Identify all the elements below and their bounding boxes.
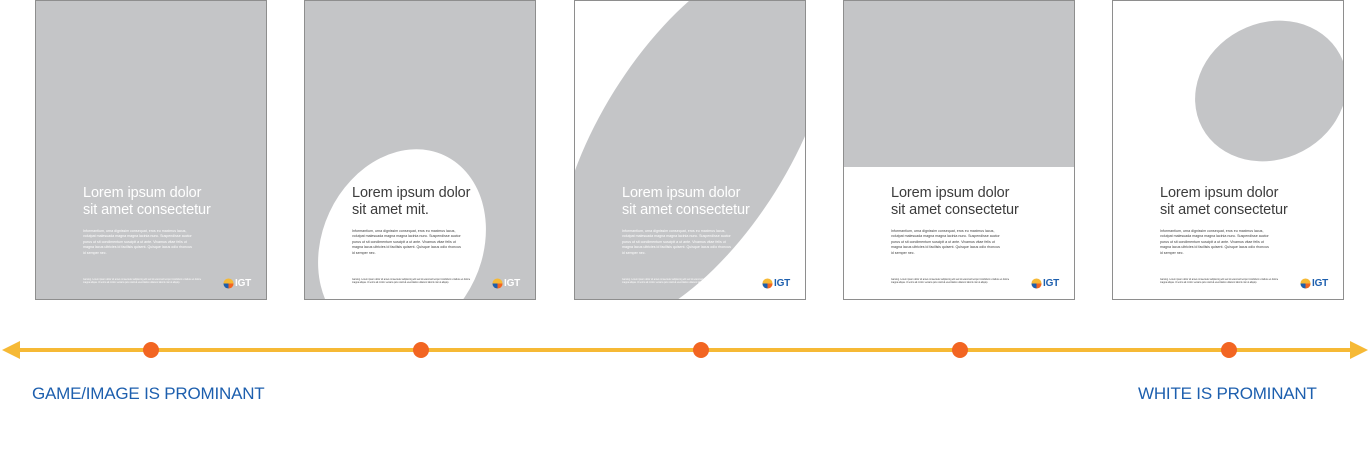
scale-point-2	[413, 342, 429, 358]
card-1-logo-text: IGT	[235, 277, 252, 289]
card-4-headline: Lorem ipsum dolor sit amet consectetur	[891, 185, 1019, 218]
card-5-background	[1113, 1, 1343, 299]
card-4-igt-logo: IGT	[1031, 277, 1059, 289]
layout-card-4: Lorem ipsum dolor sit amet consectetur I…	[843, 0, 1075, 300]
card-3-headline: Lorem ipsum dolor sit amet consectetur	[622, 185, 750, 218]
card-4-background	[844, 1, 1074, 299]
scale-point-4	[952, 342, 968, 358]
card-5-gray-ellipse	[1195, 20, 1343, 162]
card-5-body-text: Informantium, urna dignissim consequat, …	[1160, 229, 1269, 255]
card-2-logo-text: IGT	[504, 277, 521, 289]
card-2-igt-logo: IGT	[492, 277, 520, 289]
igt-logo-mark-icon	[762, 277, 773, 289]
card-5-fine-print: Gaming. Lorem ipsum dolor sit amet conse…	[1160, 279, 1279, 284]
scale-point-5	[1221, 342, 1237, 358]
card-1-body-text: Informantium, urna dignissim consequat, …	[83, 229, 192, 255]
prominence-scale	[2, 341, 1368, 359]
igt-logo-mark-icon	[1300, 277, 1311, 289]
card-1-igt-logo: IGT	[223, 277, 251, 289]
card-2-headline: Lorem ipsum dolor sit amet mit.	[352, 185, 471, 218]
card-3-body-text: Informantium, urna dignissim consequat, …	[622, 229, 731, 255]
scale-left-label: GAME/IMAGE IS PROMINANT	[32, 384, 265, 403]
igt-logo-mark-icon	[492, 277, 503, 289]
card-2-gray-background	[305, 1, 535, 299]
card-4-gray-block	[844, 1, 1074, 167]
card-4-logo-text: IGT	[1043, 277, 1060, 289]
scale-point-3	[693, 342, 709, 358]
card-4-fine-print: Gaming. Lorem ipsum dolor sit amet conse…	[891, 279, 1010, 284]
card-3-fine-print: Gaming. Lorem ipsum dolor sit amet conse…	[622, 279, 741, 284]
card-3-logo-text: IGT	[774, 277, 791, 289]
layout-card-5: Lorem ipsum dolor sit amet consectetur I…	[1112, 0, 1344, 300]
card-5-headline: Lorem ipsum dolor sit amet consectetur	[1160, 185, 1288, 218]
card-3-gray-ellipse	[575, 1, 805, 299]
layout-card-3: Lorem ipsum dolor sit amet consectetur I…	[574, 0, 806, 300]
card-2-white-ellipse	[318, 149, 486, 299]
card-1-gray-background	[36, 1, 266, 299]
layout-card-2: Lorem ipsum dolor sit amet mit. Informan…	[304, 0, 536, 300]
scale-right-label: WHITE IS PROMINANT	[1138, 384, 1317, 403]
layout-card-1: Lorem ipsum dolor sit amet consectetur I…	[35, 0, 267, 300]
scale-right-arrowhead-icon	[1350, 341, 1368, 359]
card-2-body-text: Informantium, urna dignissim consequat, …	[352, 229, 461, 255]
card-5-logo-text: IGT	[1312, 277, 1329, 289]
card-4-body-text: Informantium, urna dignissim consequat, …	[891, 229, 1000, 255]
card-3-background	[575, 1, 805, 299]
igt-logo-mark-icon	[1031, 277, 1042, 289]
scale-point-1	[143, 342, 159, 358]
card-1-headline: Lorem ipsum dolor sit amet consectetur	[83, 185, 211, 218]
scale-left-arrowhead-icon	[2, 341, 20, 359]
card-1-fine-print: Gaming. Lorem ipsum dolor sit amet conse…	[83, 279, 202, 284]
igt-logo-mark-icon	[223, 277, 234, 289]
card-3-igt-logo: IGT	[762, 277, 790, 289]
card-5-igt-logo: IGT	[1300, 277, 1328, 289]
card-2-fine-print: Gaming. Lorem ipsum dolor sit amet conse…	[352, 279, 471, 284]
